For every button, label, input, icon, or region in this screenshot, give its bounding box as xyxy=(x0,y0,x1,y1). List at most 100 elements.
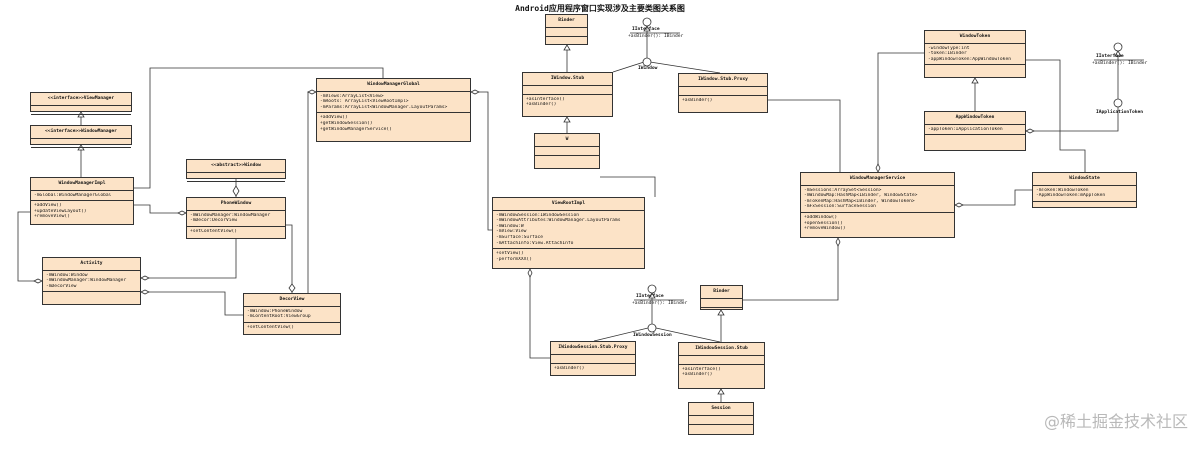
class-windowmanager[interactable]: <<interface>>WindowManager xyxy=(30,125,132,148)
class-windowstate[interactable]: WindowState-mToken:WindowToken-AppWindow… xyxy=(1032,172,1137,208)
class-name: Binder xyxy=(701,286,742,299)
class-methods xyxy=(701,308,742,316)
class-windowmanagerglobal[interactable]: WindowManagerGlobal-mViews:ArrayList<Vie… xyxy=(316,78,471,142)
interface-name: IInterface xyxy=(632,27,660,32)
interface-iinterface3-circle xyxy=(647,284,657,294)
class-fields: -mWindowSession:IWindowSession-mWindowAt… xyxy=(493,211,644,250)
edge-phonewindow-decorview xyxy=(286,224,293,293)
class-methods xyxy=(43,292,140,300)
class-methods xyxy=(535,156,599,164)
field: -token:IBinder xyxy=(928,51,967,57)
class-iwindowsessionstubproxy[interactable]: IWindowSession.Stub.Proxy+asBinder() xyxy=(550,341,636,376)
method: +setContentView() xyxy=(247,324,295,330)
class-windowmanagerimpl[interactable]: WindowManagerImpl-mGlobal:WindowManagerG… xyxy=(30,177,134,225)
edge-activity-wmimpl xyxy=(17,211,42,282)
class-methods xyxy=(925,135,1025,143)
field: -mWindowAttributes:WindowManager.LayoutP… xyxy=(496,218,621,224)
class-methods xyxy=(1033,202,1136,210)
edge-wmglobal-viewrootimpl xyxy=(471,91,492,231)
method: +asInterface() xyxy=(526,96,565,102)
class-windowmanagerservice[interactable]: WindowManagerService-mSessions:ArraySet<… xyxy=(800,172,955,238)
class-viewmanager[interactable]: <<interface>>ViewManager xyxy=(30,92,132,115)
field: -mSurface:Surface xyxy=(496,234,544,240)
class-iwindowstub[interactable]: IWindow.Stub+asInterface()+asBinder() xyxy=(522,72,613,117)
field: -mWindowSession:IWindowSession xyxy=(496,212,579,218)
edge-appwindowtoken-iapplicationtoken xyxy=(1026,107,1119,132)
class-fields: -windowType:int-token:IBinder-appWindowT… xyxy=(925,44,1025,66)
method: +removeView() xyxy=(34,214,70,220)
field: -mWindowManager:WindowManager xyxy=(190,212,271,218)
class-fields xyxy=(31,139,131,148)
class-session[interactable]: Session xyxy=(688,402,754,435)
class-fields xyxy=(546,28,587,37)
class-phonewindow[interactable]: PhoneWindow-mWindowManager:WindowManager… xyxy=(186,197,286,239)
method: +asBinder() xyxy=(682,372,713,378)
class-fields xyxy=(551,355,635,364)
edge-sessionstub-iwindowsession xyxy=(655,327,721,343)
class-methods: +addView()+updateViewLayout()+removeView… xyxy=(31,201,133,222)
class-methods: +setContentView() xyxy=(187,227,285,237)
class-methods: +asInterface()+asBinder() xyxy=(679,365,764,380)
edge-proxy-iwindow xyxy=(649,61,721,74)
class-name: WindowManagerService xyxy=(801,173,954,186)
class-iwindowsessionstub[interactable]: IWindowSession.Stub+asInterface()+asBind… xyxy=(678,342,765,389)
class-decorview[interactable]: DecorView-mWindow:PhoneWindow-mContentRo… xyxy=(243,293,341,335)
method: +asBinder() xyxy=(682,97,713,103)
edge-wms-windowtoken xyxy=(877,52,924,172)
field: -windowType:int xyxy=(928,45,970,51)
method: +setContentView() xyxy=(190,228,238,234)
method: +updateViewLayout() xyxy=(34,208,87,214)
class-methods xyxy=(546,37,587,45)
class-name: <<abstract>>Window xyxy=(187,160,285,173)
field: -mDecor:DecorView xyxy=(190,218,238,224)
diagram-title: Android应用程序窗口实现涉及主要类图关系图 xyxy=(515,4,685,13)
edge-sessionproxy-iwindowsession xyxy=(593,327,649,342)
method: +openSession() xyxy=(804,220,843,226)
edge-viewrootimpl-sessionproxy xyxy=(529,269,550,359)
interface-iinterface1-circle xyxy=(642,17,652,27)
method: +getWindowSession() xyxy=(320,120,373,126)
class-methods: +addWindow()+openSession()+removeWindow(… xyxy=(801,213,954,234)
class-name: IWindowSession.Stub.Proxy xyxy=(551,342,635,355)
class-appwindowtoken[interactable]: AppWindowToken-appToken:IApplicationToke… xyxy=(924,111,1026,151)
class-methods: +setView()-performXXX() xyxy=(493,249,644,264)
class-fields xyxy=(535,147,599,156)
interface-name: IWindowSession xyxy=(633,333,672,338)
class-windowtoken[interactable]: WindowToken-windowType:int-token:IBinder… xyxy=(924,30,1026,78)
interface-iwindowlollipop-circle xyxy=(642,57,652,67)
class-methods xyxy=(187,182,285,190)
field: -mGlobal:WindowManagerGlobal xyxy=(34,192,112,198)
class-binder1[interactable]: Binder xyxy=(545,14,588,45)
class-binder2[interactable]: Binder xyxy=(700,285,743,310)
interface-iapplicationtoken-circle xyxy=(1113,98,1123,108)
edge-wmimpl-wmglobal xyxy=(134,67,384,189)
field: -mWindow:W xyxy=(496,223,524,229)
edge-wms-windowstate xyxy=(955,189,1032,206)
field: -mWindow:Window xyxy=(46,272,88,278)
field: -mToken:WindowToken xyxy=(1036,187,1089,193)
interface-iinterface2-circle xyxy=(1113,42,1123,52)
class-viewrootimpl[interactable]: ViewRootImpl-mWindowSession:IWindowSessi… xyxy=(492,197,645,269)
edge-windowstate-windowtoken xyxy=(1026,59,1086,172)
class-name: DecorView xyxy=(244,294,340,307)
class-w[interactable]: W xyxy=(534,133,600,169)
edge-proxy-wms xyxy=(768,99,841,172)
class-iwindowstubproxy[interactable]: IWindow.Stub.Proxy+asBinder() xyxy=(678,73,768,113)
edge-phonewindow-wmimpl xyxy=(134,204,186,214)
field: -mParams:ArrayList<WindowManager.LayoutP… xyxy=(320,104,448,110)
method: +addView() xyxy=(320,115,348,121)
class-abstractwindow[interactable]: <<abstract>>Window xyxy=(186,159,286,182)
class-fields: -mWindow:Window-mWindowManager:WindowMan… xyxy=(43,271,140,293)
class-methods xyxy=(925,65,1025,73)
class-activity[interactable]: Activity-mWindow:Window-mWindowManager:W… xyxy=(42,257,141,305)
class-fields: -mToken:WindowToken-AppWindowToken:mAppT… xyxy=(1033,186,1136,202)
interface-name: IInterface xyxy=(636,294,664,299)
interface-name: IInterface xyxy=(1096,54,1124,59)
class-fields xyxy=(523,86,612,95)
class-name: W xyxy=(535,134,599,147)
class-fields: -mViews:ArrayList<View>-mRoots: ArrayLis… xyxy=(317,92,470,114)
method: +getWindowManagerService() xyxy=(320,126,392,132)
edge-activity-decorview xyxy=(141,291,243,316)
interface-name: IWindow xyxy=(638,66,658,71)
